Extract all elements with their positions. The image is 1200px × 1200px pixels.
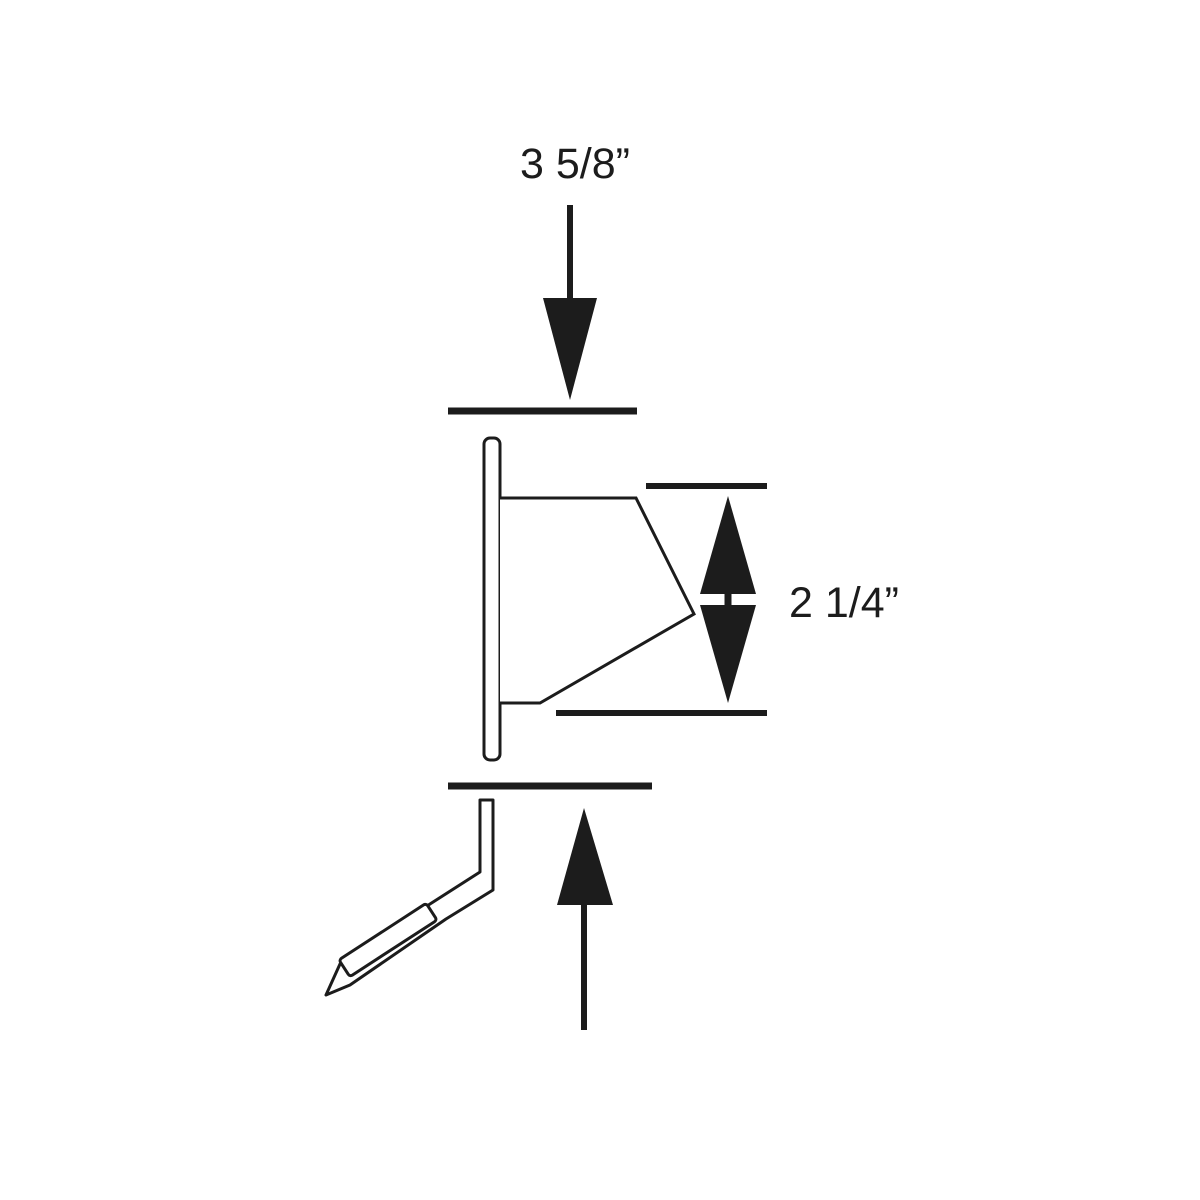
mounting-plate — [482, 436, 502, 762]
top-arrow — [543, 205, 597, 400]
depth-double-arrow — [700, 496, 756, 703]
bottom-arrow — [557, 808, 613, 1030]
depth-dimension-label: 2 1/4” — [789, 579, 899, 627]
bracket-foot — [338, 902, 438, 978]
fixture-body — [500, 496, 696, 705]
height-dimension-label: 3 5/8” — [520, 140, 630, 188]
